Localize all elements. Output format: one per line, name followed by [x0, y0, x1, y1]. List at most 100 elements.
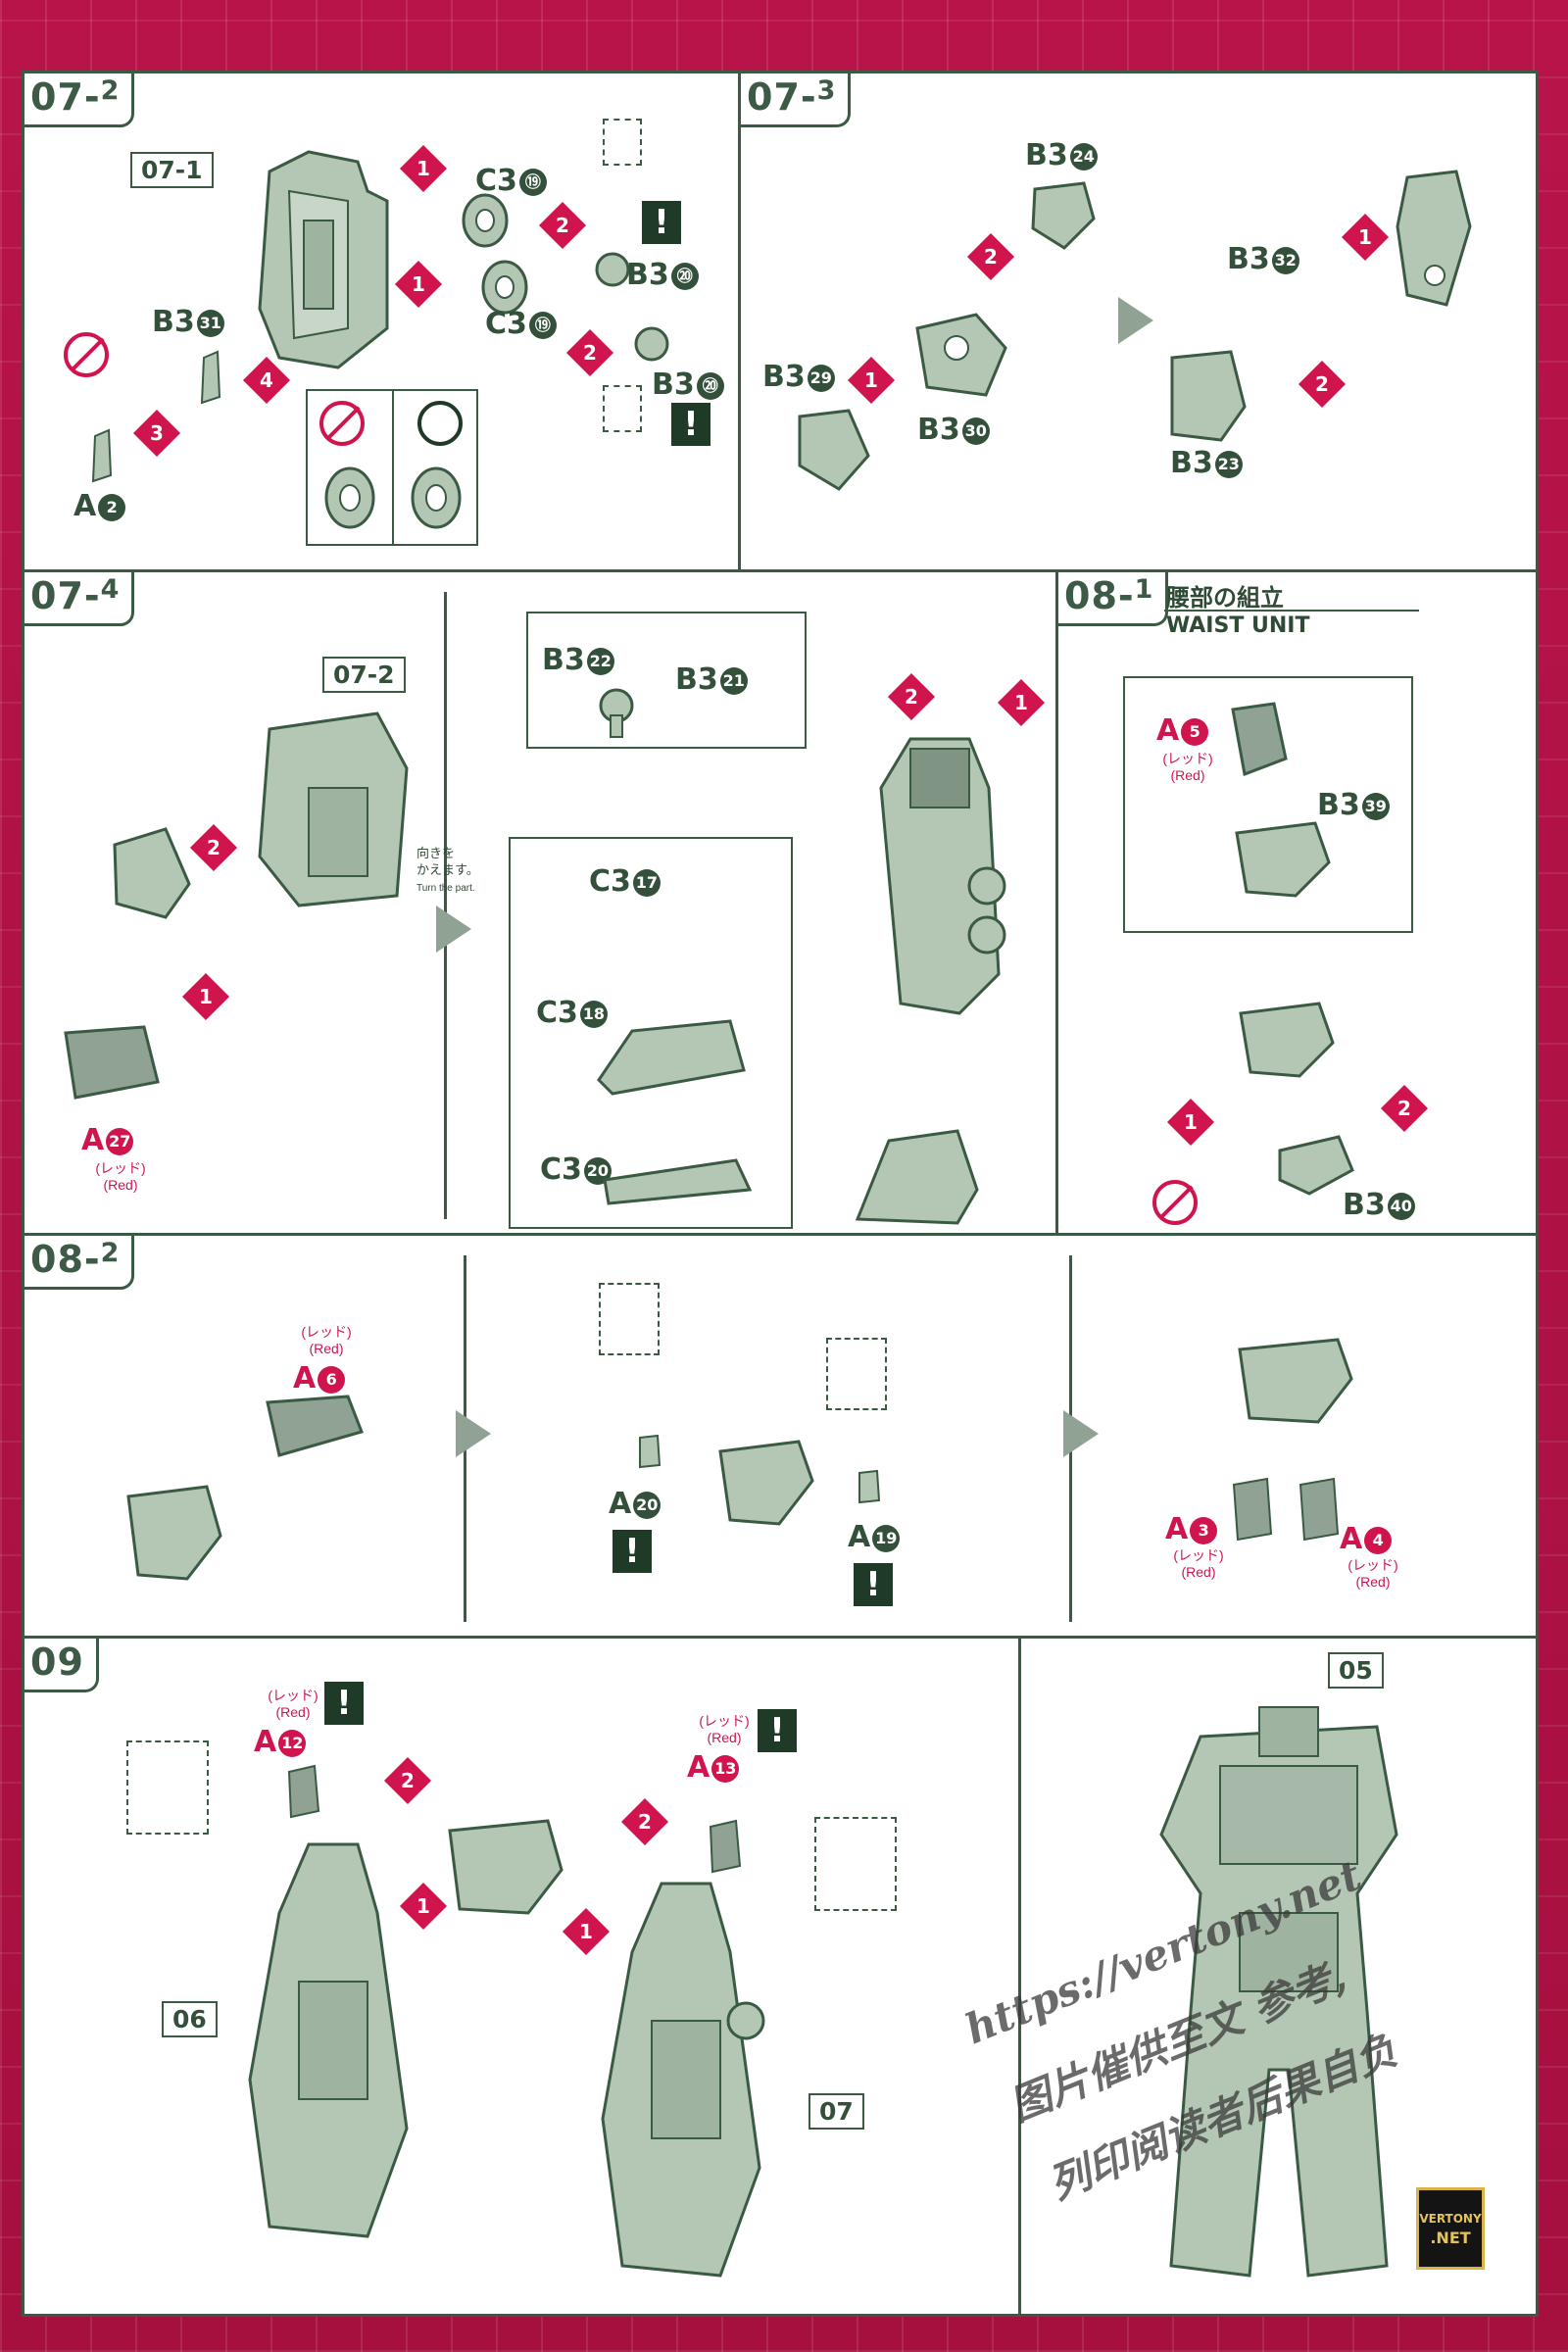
callout-07-1: 07-1 [130, 152, 214, 188]
warning-icon: ! [642, 201, 681, 244]
detail-inset-right [814, 1817, 897, 1911]
color-note-red: (レッド)(Red) [1162, 751, 1213, 783]
color-note-red: (レッド)(Red) [268, 1688, 318, 1720]
part-b3-40-drawing [1278, 1135, 1354, 1196]
seq-2: 2 [538, 201, 587, 250]
leg-assembly-drawing [879, 737, 1006, 1015]
warning-icon-2: ! [758, 1709, 797, 1752]
frame-c3-20-drawing [603, 1158, 753, 1205]
title-underline [1164, 610, 1419, 612]
seq-1b: 1 [1341, 213, 1390, 262]
seq-2b: 2 [565, 328, 614, 377]
turn-note: 向きを かえます。Turn the part. [416, 846, 479, 894]
waist-unit-drawing [448, 1819, 564, 1915]
section-title-jp: 腰部の組立 [1166, 584, 1284, 612]
seq-1b: 1 [997, 678, 1046, 727]
callout-05: 05 [1328, 1652, 1384, 1689]
detail-inset-bottom [603, 385, 642, 432]
step-label: 07-4 [24, 572, 135, 626]
no-cement-icon [64, 332, 109, 377]
cover-a27-drawing [64, 1025, 160, 1100]
warning-icon: ! [612, 1530, 652, 1573]
color-note-red: (レッド)(Red) [1348, 1557, 1398, 1590]
small-part-a19 [858, 1469, 881, 1504]
step-label: 09 [24, 1639, 99, 1692]
seq-1: 1 [181, 972, 230, 1021]
ring-part-drawing [462, 193, 509, 248]
small-part-b3-31 [200, 350, 221, 405]
step-label: 08-2 [24, 1236, 135, 1290]
shoulder-block-drawing [113, 827, 191, 919]
plate-b3-30 [915, 313, 1007, 397]
seq-2b: 2 [887, 672, 936, 721]
torso-half-drawing [258, 150, 389, 369]
small-part-a20 [639, 1434, 662, 1469]
next-step-arrow [436, 906, 471, 953]
left-leg-drawing [248, 1842, 409, 2238]
completed-figure-drawing [1159, 1706, 1398, 2278]
cover-a13-drawing [709, 1819, 742, 1874]
waist-unit-drawing-3 [1238, 1338, 1353, 1424]
detail-inset-right [826, 1338, 887, 1410]
seq-1: 1 [847, 356, 896, 405]
waist-unit-drawing [126, 1485, 222, 1581]
divider-line [1018, 1639, 1021, 2314]
correct-orientation-drawing [411, 466, 462, 529]
warning-icon: ! [324, 1682, 364, 1725]
color-note-red: (レッド)(Red) [1173, 1547, 1224, 1580]
warning-icon-2: ! [671, 403, 710, 446]
right-leg-drawing [601, 1882, 765, 2278]
waist-frame-drawing [1235, 821, 1331, 898]
wrong-mark-icon [319, 401, 365, 446]
plate-b3-24 [1031, 181, 1096, 250]
seq-2: 2 [966, 232, 1015, 281]
seq-3: 3 [132, 409, 181, 458]
seq-1: 1 [1166, 1098, 1215, 1147]
peg-part-drawing-2 [634, 326, 669, 362]
divider [392, 391, 394, 544]
seq-2b: 2 [1298, 360, 1347, 409]
waist-assembly-drawing [1239, 1002, 1335, 1078]
next-step-arrow [456, 1410, 491, 1457]
seq-2: 2 [189, 823, 238, 872]
callout-07: 07 [808, 2093, 864, 2130]
peg-part-drawing [595, 252, 630, 287]
ring-part-drawing-2 [481, 260, 528, 315]
seq-2b: 2 [620, 1797, 669, 1846]
detail-inset-left [126, 1740, 209, 1835]
cover-a6-drawing [266, 1395, 364, 1457]
skirt-a4-drawing [1298, 1477, 1340, 1542]
seq-2: 2 [1380, 1084, 1429, 1133]
color-note-red: (レッド)(Red) [699, 1713, 750, 1745]
warning-icon-2: ! [854, 1563, 893, 1606]
no-cement-icon [1152, 1180, 1198, 1225]
seq-1: 1 [399, 144, 448, 193]
wrong-orientation-drawing [324, 466, 375, 529]
